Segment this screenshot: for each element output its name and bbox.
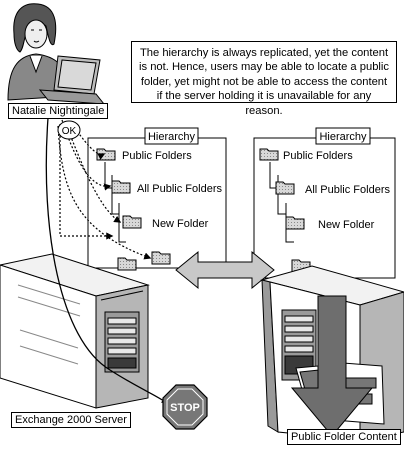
left-folder-all-public-folders: All Public Folders bbox=[111, 180, 222, 195]
left-folder-label: Public Folders bbox=[122, 150, 192, 162]
right-folder-label: New Folder bbox=[318, 219, 375, 231]
left-folder-public-folders: Public Folders bbox=[96, 148, 192, 162]
left-folder-new-folder: New Folder bbox=[122, 215, 209, 230]
right-folder-new-folder: New Folder bbox=[285, 216, 375, 231]
right-folder-label: Public Folders bbox=[283, 150, 353, 162]
left-hierarchy-panel: Hierarchy bbox=[87, 127, 227, 269]
right-folder-public-folders: Public Folders bbox=[259, 148, 353, 162]
explanation-callout: The hierarchy is always replicated, yet … bbox=[131, 41, 397, 117]
server-name-label: Exchange 2000 Server bbox=[11, 412, 131, 428]
right-folder-label: All Public Folders bbox=[305, 184, 390, 196]
left-hierarchy-label: Hierarchy bbox=[148, 131, 196, 143]
stop-sign: STOP bbox=[162, 384, 208, 430]
left-server-tower bbox=[0, 253, 150, 409]
content-request-path bbox=[45, 117, 170, 406]
left-folder-content bbox=[117, 251, 171, 271]
right-hierarchy-panel: Hierarchy bbox=[253, 127, 396, 279]
ok-badge: OK bbox=[57, 120, 81, 140]
user-with-laptop-icon bbox=[7, 3, 106, 105]
right-folder-all-public-folders: All Public Folders bbox=[275, 181, 390, 196]
stop-sign-label: STOP bbox=[170, 402, 200, 414]
right-hierarchy-label: Hierarchy bbox=[319, 131, 367, 143]
user-name-label: Natalie Nightingale bbox=[8, 103, 109, 119]
left-folder-label: New Folder bbox=[152, 218, 209, 230]
replication-double-arrow bbox=[175, 250, 275, 290]
ok-badge-label: OK bbox=[62, 126, 77, 137]
left-folder-label: All Public Folders bbox=[137, 183, 222, 195]
public-folder-content-label: Public Folder Content bbox=[287, 429, 401, 445]
content-down-arrow bbox=[290, 295, 374, 437]
